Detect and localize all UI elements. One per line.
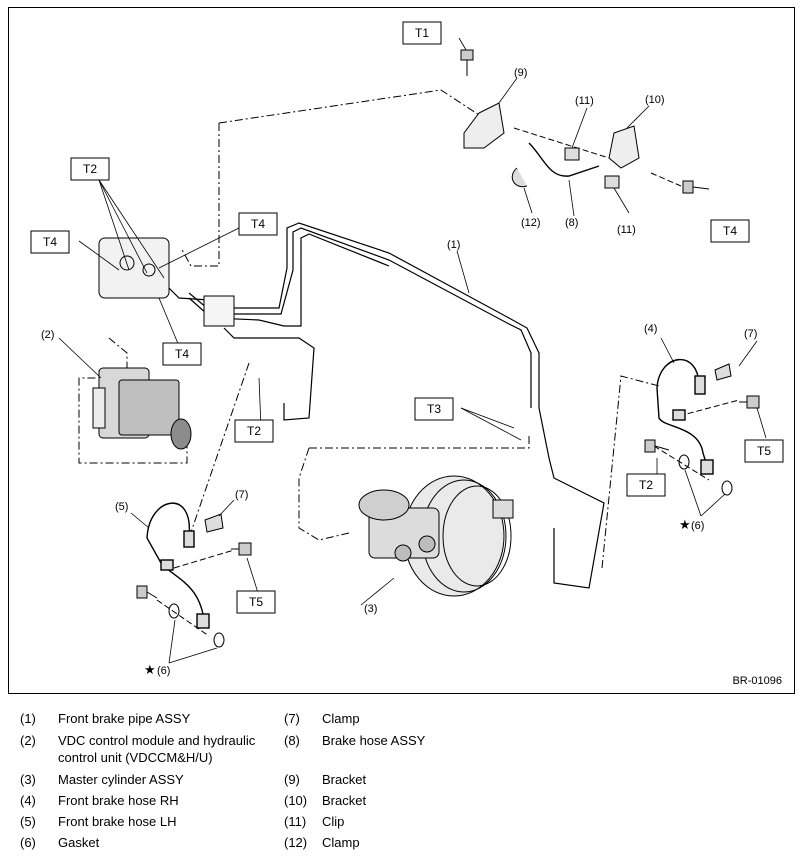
callout-7-right: (7)	[744, 328, 757, 340]
leader-lines	[58, 37, 767, 664]
legend-number: (2)	[20, 733, 36, 748]
torque-tag-t5-right: T5	[757, 444, 771, 458]
diagram-frame: T1 T2 T4 T4 T4 T2 T3 T2 T4 T5 T5 (1) (2)…	[8, 7, 795, 694]
legend-number: (11)	[284, 814, 307, 829]
dashed-guide-mc	[309, 433, 530, 449]
legend-number: (7)	[284, 711, 300, 726]
dashed-guide-rh	[601, 375, 660, 569]
legend-text: Front brake pipe ASSY	[58, 711, 191, 726]
gasket-lh-2	[213, 632, 225, 648]
bolt-t5-right	[739, 395, 760, 409]
legend-text: Clip	[322, 814, 345, 829]
legend-text: Bracket	[322, 793, 367, 808]
gasket-rh-2	[721, 480, 733, 496]
bolt-t5-left	[231, 542, 252, 556]
callout-6-right: (6)	[691, 520, 704, 532]
callout-6-left: (6)	[157, 665, 170, 677]
bolt-t2-right	[644, 439, 670, 453]
bolt-t4-right	[682, 180, 710, 194]
clamp-12	[511, 167, 528, 188]
dashed-guide-top	[218, 89, 500, 129]
clip-11-top	[564, 147, 580, 161]
legend-text: Clamp	[322, 711, 360, 726]
callout-9: (9)	[514, 67, 527, 79]
dashed-guide-hose	[513, 127, 610, 159]
torque-tag-t5-left: T5	[249, 595, 263, 609]
dashed-guide-mc-left	[298, 447, 350, 541]
callout-5: (5)	[115, 501, 128, 513]
legend-number: (12)	[284, 835, 308, 850]
torque-tag-t1: T1	[415, 26, 429, 40]
callout-8: (8)	[565, 217, 578, 229]
dashed-guide-t5-right	[678, 399, 740, 417]
clamp-7-right	[714, 363, 732, 381]
dashed-guide-lh	[188, 362, 250, 539]
legend-text: Master cylinder ASSY	[58, 772, 184, 787]
torque-tag-t2-right: T2	[639, 478, 653, 492]
callout-12: (12)	[521, 217, 541, 229]
legend-text: Bracket	[322, 772, 367, 787]
bracket-9	[463, 102, 505, 149]
figure-code: BR-01096	[732, 675, 782, 687]
vdc-module	[92, 237, 235, 450]
bracket-10	[608, 125, 640, 169]
legend-text: Front brake hose LH	[58, 814, 177, 829]
dashed-guide-vdc	[78, 337, 188, 464]
legend-text: Brake hose ASSY	[322, 733, 426, 748]
callout-1: (1)	[447, 239, 460, 251]
star-symbol-right: ★	[679, 517, 691, 532]
legend-number: (8)	[284, 733, 300, 748]
torque-tag-t4-top: T4	[251, 217, 265, 231]
brake-hose-8	[528, 142, 600, 177]
dashed-guide-module	[180, 123, 220, 267]
brake-line-diagram: T1 T2 T4 T4 T4 T2 T3 T2 T4 T5 T5 (1) (2)…	[30, 21, 784, 677]
callout-11-top: (11)	[575, 95, 594, 107]
dashed-guide-t5-left	[173, 549, 235, 569]
callout-11-bottom: (11)	[617, 224, 636, 236]
legend-text: Front brake hose RH	[58, 793, 179, 808]
legend-number: (6)	[20, 835, 36, 850]
star-symbol-left: ★	[144, 662, 156, 677]
master-cylinder	[358, 475, 514, 597]
legend-text: VDC control module and hydraulic control…	[58, 733, 256, 765]
legend-text: Gasket	[58, 835, 100, 850]
legend-number: (9)	[284, 772, 300, 787]
front-brake-hose-lh	[146, 502, 210, 629]
front-brake-hose-rh	[656, 358, 714, 475]
front-brake-pipe	[168, 222, 605, 589]
callout-4: (4)	[644, 323, 657, 335]
torque-tag-t2-top: T2	[83, 162, 97, 176]
callout-3: (3)	[364, 603, 377, 615]
dashed-guide-t4-right	[650, 172, 682, 187]
bolt-lh	[136, 585, 158, 599]
torque-tag-t4-mid: T4	[175, 347, 189, 361]
torque-tag-t2-mid: T2	[247, 424, 261, 438]
dashed-guide-gasket-r	[653, 445, 710, 481]
bolt-t1	[460, 49, 474, 76]
legend-number: (3)	[20, 772, 36, 787]
torque-tag-t4-right: T4	[723, 224, 737, 238]
legend-text: Clamp	[322, 835, 360, 850]
clamp-7-left	[204, 513, 224, 533]
callout-2: (2)	[41, 329, 54, 341]
legend-number: (1)	[20, 711, 36, 726]
clip-11-bottom	[604, 175, 620, 189]
torque-tag-t3: T3	[427, 402, 441, 416]
callout-10: (10)	[645, 94, 665, 106]
torque-tag-t4-left: T4	[43, 235, 57, 249]
gasket-rh-1	[678, 454, 690, 470]
legend-number: (4)	[20, 793, 36, 808]
legend-number: (10)	[284, 793, 308, 808]
dashed-guide-gasket-l	[156, 599, 210, 637]
gasket-lh-1	[168, 603, 180, 619]
legend-number: (5)	[20, 814, 36, 829]
callout-7-left: (7)	[235, 489, 248, 501]
